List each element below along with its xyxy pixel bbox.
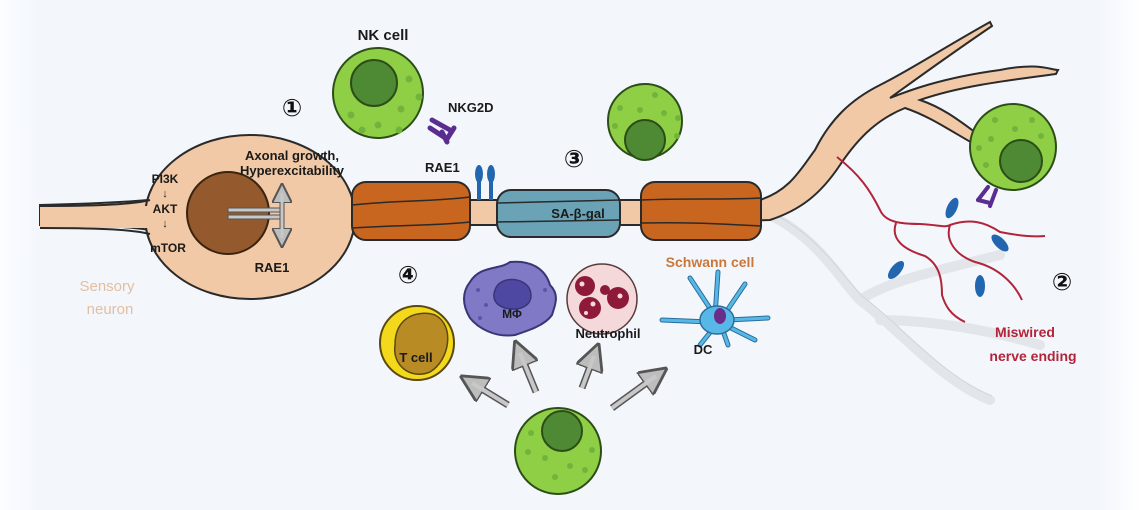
miswired-label-1: Miswired xyxy=(995,324,1055,340)
nkg2d-receptor xyxy=(427,117,457,145)
step-3-marker: ③ xyxy=(564,146,584,173)
t-cell-label: T cell xyxy=(399,350,432,365)
pathway-mtor: mTOR xyxy=(150,241,186,255)
schwann-cell-2 xyxy=(640,181,762,241)
nk-cell-bottom xyxy=(514,407,602,495)
pathway-akt: AKT xyxy=(153,202,178,216)
axonal-growth-label-2: Hyperexcitability xyxy=(240,163,345,178)
sa-beta-gal-label: SA-β-gal xyxy=(551,206,604,221)
nk-cell-top xyxy=(332,47,424,139)
step-4-marker: ④ xyxy=(398,262,418,289)
rae1-receptor-membrane xyxy=(475,165,495,200)
miswired-nerve-ending xyxy=(836,156,1046,323)
neuron-nucleus xyxy=(186,171,270,255)
pathway-arrow-1: ↓ xyxy=(162,188,168,200)
rae1-soma-label: RAE1 xyxy=(255,260,290,275)
dc-label: DC xyxy=(694,342,713,357)
axonal-growth-label-1: Axonal growth, xyxy=(245,148,339,163)
schwann-cell-label: Schwann cell xyxy=(666,254,755,270)
rae1-membrane-label: RAE1 xyxy=(425,160,460,175)
sensory-neuron-label-1: Sensory xyxy=(79,278,135,295)
t-cell xyxy=(379,305,455,381)
faded-nerve-branches xyxy=(765,210,1045,405)
macrophage xyxy=(463,260,557,337)
rae1-receptors-endings xyxy=(887,197,1009,297)
nk-cell-right xyxy=(969,103,1057,191)
schwann-cell-1 xyxy=(351,181,471,241)
nk-cell-middle xyxy=(607,83,683,161)
macrophage-label: MΦ xyxy=(502,307,522,321)
step-2-marker: ② xyxy=(1052,269,1072,296)
activation-arrows xyxy=(472,353,656,411)
nk-cell-label: NK cell xyxy=(358,27,409,44)
nkg2d-label: NKG2D xyxy=(448,100,494,115)
miswired-label-2: nerve ending xyxy=(989,348,1076,364)
neutrophil xyxy=(566,263,638,335)
dendritic-cell xyxy=(659,269,771,348)
sensory-neuron-label-2: neuron xyxy=(87,301,134,318)
senescent-schwann-cell xyxy=(496,189,621,238)
pathway-arrow-2: ↓ xyxy=(162,218,168,230)
neutrophil-label: Neutrophil xyxy=(576,326,641,341)
signaling-arrow xyxy=(227,193,282,238)
nkg2d-receptor-right xyxy=(976,185,998,208)
step-1-marker: ① xyxy=(282,95,302,122)
pathway-pi3k: PI3K xyxy=(152,172,179,186)
